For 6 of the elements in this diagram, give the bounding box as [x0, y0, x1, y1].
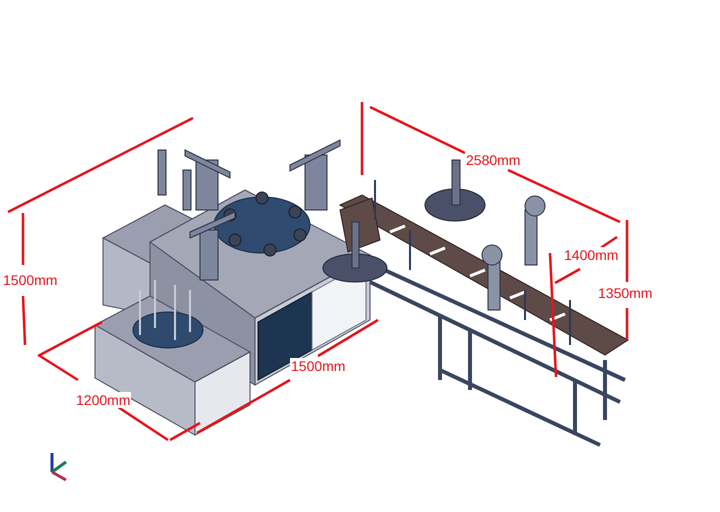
dimension-label: 1500mm [290, 358, 346, 374]
dimension-label: 1400mm [563, 247, 620, 263]
dimension-label: 1200mm [75, 392, 132, 408]
dimension-label: 1350mm [597, 285, 654, 301]
dimension-label: 2580mm [465, 152, 522, 168]
dimension-label: 1500mm [2, 272, 58, 288]
